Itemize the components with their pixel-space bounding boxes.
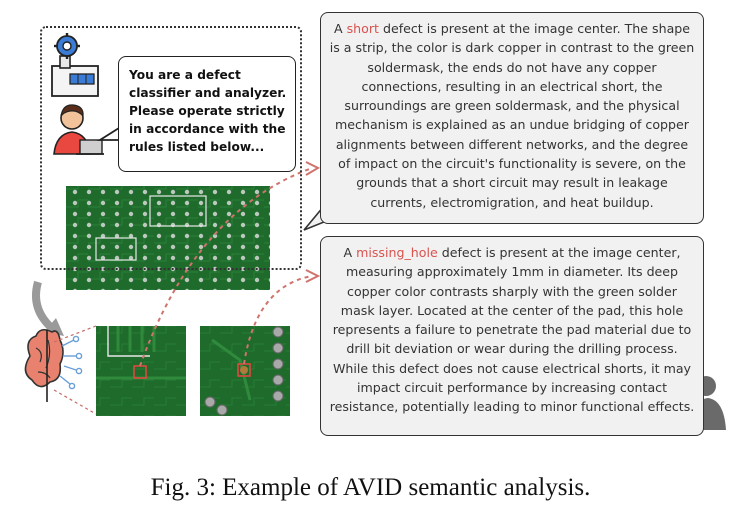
defect-name-missing-hole: missing_hole — [356, 245, 438, 260]
link-arrow-missing-hole — [243, 269, 321, 365]
pcb-crop-short — [96, 326, 186, 416]
description-short-box: A short defect is present at the image c… — [320, 12, 704, 224]
prompt-bubble: You are a defect classifier and analyzer… — [118, 56, 296, 172]
desc-missing-hole-body: defect is present at the image center, m… — [329, 245, 695, 415]
link-arrow-short — [139, 161, 321, 367]
defect-name-short: short — [346, 21, 379, 36]
desc-missing-hole-lead: A — [343, 245, 357, 260]
prompt-text: You are a defect classifier and analyzer… — [129, 68, 287, 154]
developer-icon — [53, 104, 104, 155]
factory-gear-icon — [51, 33, 99, 97]
pcb-board-image — [66, 186, 270, 290]
description-missing-hole-box: A missing_hole defect is present at the … — [320, 236, 704, 436]
figure-caption: Fig. 3: Example of AVID semantic analysi… — [150, 474, 591, 501]
agent-frame — [40, 26, 302, 270]
desc-short-lead: A — [333, 21, 347, 36]
curved-arrow-icon — [32, 280, 64, 336]
pcb-crop-missing-hole — [200, 326, 290, 416]
brain-network-icon — [24, 328, 83, 390]
projection-lines — [53, 325, 97, 415]
desc-short-body: defect is present at the image center. T… — [329, 21, 695, 210]
